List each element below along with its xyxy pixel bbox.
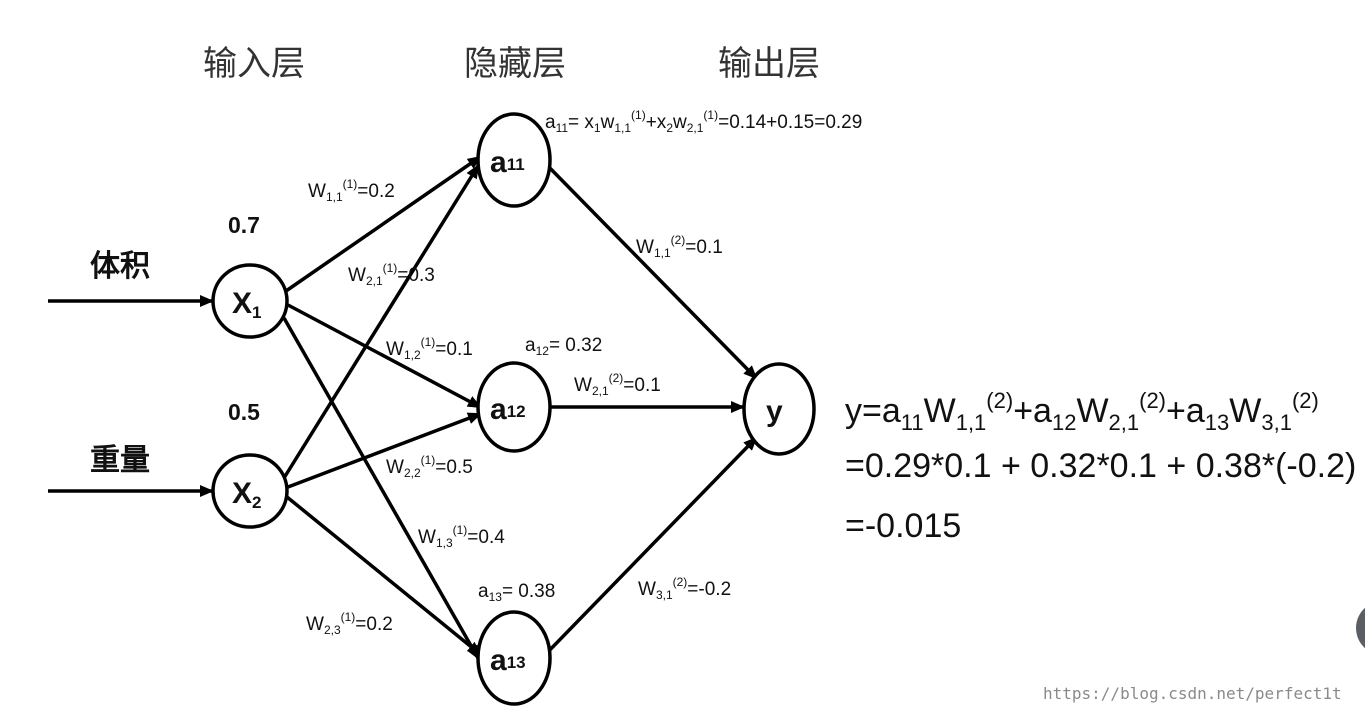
weight-label-w13-1: W1,3(1)=0.4 xyxy=(418,523,505,550)
node-x1: X1 xyxy=(211,263,289,339)
node-a12: a12 xyxy=(476,361,552,453)
node-y: y xyxy=(742,362,816,456)
weight-label-w21-2: W2,1(2)=0.1 xyxy=(574,371,661,398)
node-x1-label: X1 xyxy=(232,287,261,322)
weight-feature-label: 重量 xyxy=(90,443,150,478)
edge-a13-y xyxy=(540,436,758,660)
node-x2: X2 xyxy=(211,453,289,529)
hidden-layer-title: 隐藏层 xyxy=(464,44,566,84)
side-floating-button[interactable] xyxy=(1356,601,1365,655)
input-layer-title: 输入层 xyxy=(203,44,305,84)
node-a13: a13 xyxy=(476,610,552,706)
output-formula-line1: y=a11W1,1(2)+a12W2,1(2)+a13W3,1(2) xyxy=(845,388,1319,435)
node-y-circle xyxy=(742,362,816,456)
node-a11: a11 xyxy=(476,112,552,208)
edges xyxy=(48,155,758,660)
watermark-url: https://blog.csdn.net/perfect1t xyxy=(1043,684,1342,703)
x1-input-value: 0.7 xyxy=(228,212,260,238)
weight-label-w31-2: W3,1(2)=-0.2 xyxy=(638,575,731,602)
edge-x2-a12 xyxy=(287,412,482,489)
output-formula-line2: =0.29*0.1 + 0.32*0.1 + 0.38*(-0.2) xyxy=(845,447,1356,485)
a13-value: a13= 0.38 xyxy=(478,581,555,604)
node-a13-circle xyxy=(476,610,552,706)
output-formula-line3: =-0.015 xyxy=(845,507,961,545)
output-layer-title: 输出层 xyxy=(718,44,820,84)
volume-feature-label: 体积 xyxy=(90,249,150,284)
edge-x2-a13 xyxy=(285,495,482,656)
node-y-label: y xyxy=(766,395,783,428)
weight-label-w22-1: W2,2(1)=0.5 xyxy=(386,453,473,480)
x2-input-value: 0.5 xyxy=(228,399,260,425)
edge-x1-a12 xyxy=(287,303,482,409)
node-a11-circle xyxy=(476,112,552,208)
node-x2-label: X2 xyxy=(232,477,261,512)
node-a13-label: a13 xyxy=(490,644,526,677)
node-x2-circle xyxy=(211,453,289,529)
a11-computation: a11= x1w1,1(1)+x2w2,1(1)=0.14+0.15=0.29 xyxy=(545,108,862,135)
weight-label-w12-1: W1,2(1)=0.1 xyxy=(386,335,473,362)
a12-value: a12= 0.32 xyxy=(525,335,602,358)
node-a12-label: a12 xyxy=(490,393,526,426)
weight-label-w11-1: W1,1(1)=0.2 xyxy=(308,177,395,204)
weight-label-w21-1: W2,1(1)=0.3 xyxy=(348,261,435,288)
edge-x1-a11 xyxy=(285,155,482,293)
edge-a11-y xyxy=(540,158,758,380)
node-a11-label: a11 xyxy=(490,146,525,179)
edge-x1-a13 xyxy=(282,317,480,660)
weight-label-w11-2: W1,1(2)=0.1 xyxy=(636,233,723,260)
edge-x2-a11 xyxy=(282,164,480,479)
node-a12-circle xyxy=(476,361,552,453)
weight-label-w23-1: W2,3(1)=0.2 xyxy=(306,610,393,637)
node-x1-circle xyxy=(211,263,289,339)
